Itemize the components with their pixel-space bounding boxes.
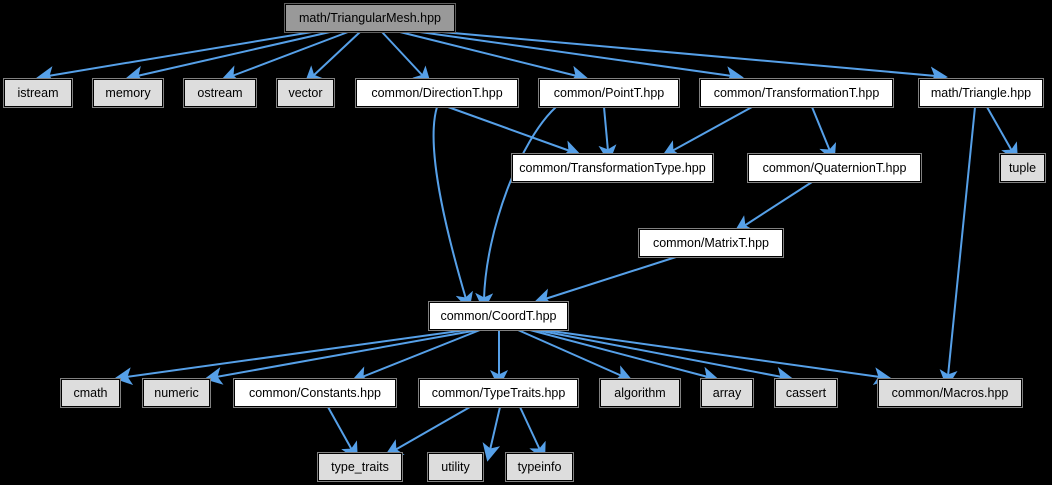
graph-node-memory[interactable]: memory (92, 78, 164, 108)
graph-node-macros[interactable]: common/Macros.hpp (877, 378, 1023, 408)
graph-node-label: vector (288, 85, 323, 100)
graph-node-label: common/TransformationType.hpp (519, 160, 706, 175)
graph-edge-root-to-ostream (220, 31, 349, 83)
graph-node-transformationT[interactable]: common/TransformationT.hpp (699, 78, 894, 108)
graph-node-pointT[interactable]: common/PointT.hpp (538, 78, 680, 108)
graph-node-triangle[interactable]: math/Triangle.hpp (918, 78, 1044, 108)
graph-node-label: type_traits (331, 459, 389, 474)
graph-node-typetraits[interactable]: common/TypeTraits.hpp (418, 378, 579, 408)
graph-edge-directionT-to-transformationType (447, 106, 582, 158)
graph-node-cassert[interactable]: cassert (774, 378, 838, 408)
graph-node-label: cmath (73, 385, 108, 400)
graph-edge-triangle-to-tuple (986, 106, 1018, 162)
graph-node-label: common/Constants.hpp (248, 385, 381, 400)
graph-node-matrixT[interactable]: common/MatrixT.hpp (638, 228, 784, 258)
graph-edge-constants-to-type_traits (327, 406, 358, 461)
graph-node-label: common/TransformationT.hpp (713, 85, 880, 100)
graph-node-label: common/Macros.hpp (891, 385, 1009, 400)
graph-node-quaternionT[interactable]: common/QuaternionT.hpp (747, 153, 922, 183)
graph-node-label: algorithm (614, 385, 666, 400)
graph-edge-root-to-memory (125, 31, 331, 84)
graph-node-label: common/PointT.hpp (553, 85, 665, 100)
graph-node-label: math/TriangularMesh.hpp (299, 10, 441, 25)
graph-node-label: tuple (1008, 160, 1037, 175)
graph-edge-coordT-to-cassert (535, 329, 794, 385)
graph-node-cmath[interactable]: cmath (60, 378, 121, 408)
graph-edge-root-to-triangle (441, 31, 948, 85)
graph-node-label: common/TypeTraits.hpp (431, 385, 566, 400)
graph-node-algorithm[interactable]: algorithm (599, 378, 681, 408)
graph-edge-pointT-to-coordT (475, 106, 557, 311)
graph-node-label: ostream (197, 85, 243, 100)
graph-node-label: typeinfo (517, 459, 562, 474)
graph-edge-typetraits-to-utility (482, 406, 501, 462)
graph-edge-directionT-to-coordT (432, 106, 473, 311)
graph-edge-coordT-to-cmath (114, 329, 467, 386)
graph-node-label: istream (17, 85, 59, 100)
graph-node-utility[interactable]: utility (427, 452, 484, 482)
graph-edge-coordT-to-array (529, 329, 720, 385)
graph-node-array[interactable]: array (700, 378, 754, 408)
graph-node-tuple[interactable]: tuple (999, 153, 1046, 183)
graph-edge-quaternionT-to-matrixT (733, 181, 813, 233)
graph-node-transformationType[interactable]: common/TransformationType.hpp (511, 153, 714, 183)
graph-node-label: math/Triangle.hpp (930, 85, 1032, 100)
graph-node-label: common/DirectionT.hpp (371, 85, 503, 100)
graph-node-constants[interactable]: common/Constants.hpp (233, 378, 397, 408)
graph-edge-root-to-vector (304, 31, 361, 85)
graph-edge-root-to-transformationT (419, 31, 744, 85)
graph-node-label: memory (105, 85, 151, 100)
graph-edge-pointT-to-transformationType (598, 106, 617, 163)
graph-edge-transformationT-to-quaternionT (811, 106, 837, 163)
graph-edge-typetraits-to-type_traits (384, 406, 471, 456)
graph-edge-root-to-istream (36, 31, 313, 84)
graph-node-label: array (712, 385, 742, 400)
graph-edge-typetraits-to-typeinfo (519, 406, 546, 461)
graph-node-ostream[interactable]: ostream (183, 78, 257, 108)
graph-node-label: utility (441, 459, 470, 474)
graph-node-numeric[interactable]: numeric (142, 378, 211, 408)
graph-edge-transformationT-to-transformationType (661, 106, 753, 157)
graph-node-type_traits[interactable]: type_traits (317, 452, 403, 482)
graph-edge-root-to-pointT (399, 31, 589, 84)
graph-edge-root-to-directionT (381, 31, 432, 85)
graph-node-directionT[interactable]: common/DirectionT.hpp (355, 78, 519, 108)
graph-node-typeinfo[interactable]: typeinfo (505, 452, 574, 482)
graph-node-label: common/QuaternionT.hpp (762, 160, 907, 175)
graph-node-label: common/MatrixT.hpp (652, 235, 769, 250)
graph-node-root[interactable]: math/TriangularMesh.hpp (284, 3, 456, 33)
graph-node-istream[interactable]: istream (3, 78, 73, 108)
graph-edge-coordT-to-numeric (204, 329, 479, 385)
graph-node-coordT[interactable]: common/CoordT.hpp (428, 301, 569, 331)
graph-node-label: cassert (785, 385, 827, 400)
graph-edge-coordT-to-algorithm (517, 329, 633, 382)
graph-edge-matrixT-to-coordT (533, 256, 677, 306)
graph-edge-triangle-to-macros (939, 106, 976, 388)
graph-node-vector[interactable]: vector (276, 78, 335, 108)
graph-edge-coordT-to-constants (350, 329, 481, 384)
graph-edge-coordT-to-macros (543, 329, 892, 386)
graph-node-label: numeric (154, 385, 199, 400)
graph-node-label: common/CoordT.hpp (440, 308, 557, 323)
